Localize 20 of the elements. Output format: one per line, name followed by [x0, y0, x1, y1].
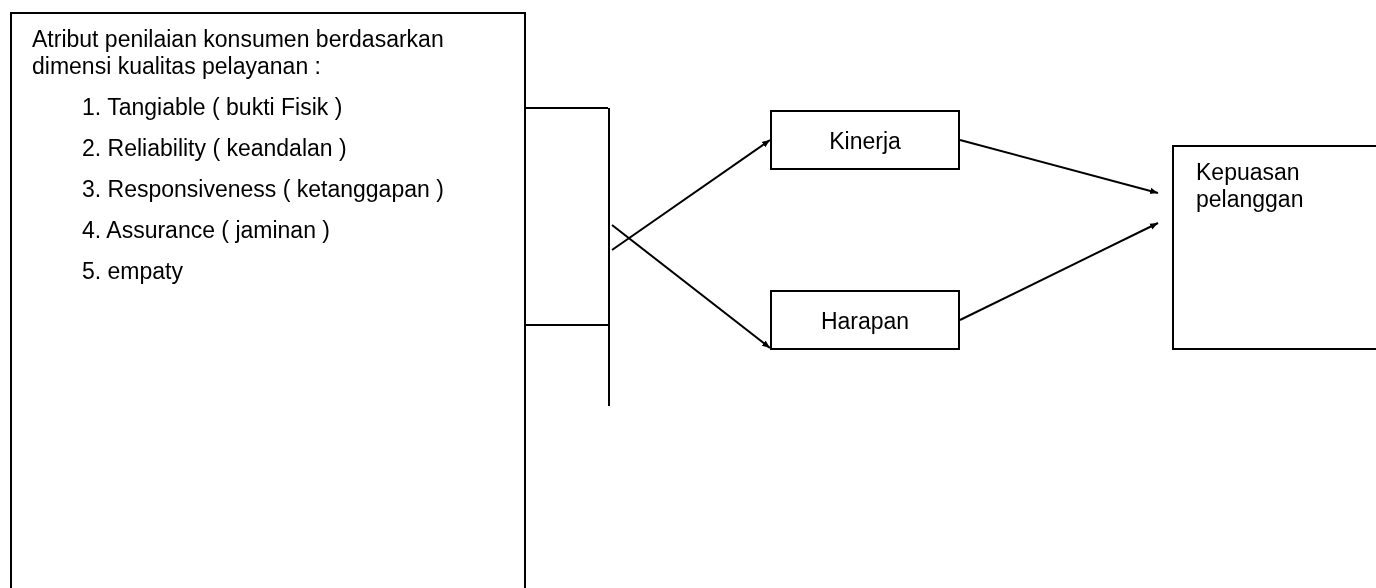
process-box	[770, 290, 960, 350]
attribute-box	[10, 12, 526, 588]
arrow	[959, 139, 1159, 194]
arrow	[611, 224, 771, 349]
bracket-bar	[608, 108, 612, 406]
connector-line	[525, 324, 609, 326]
node-label: Kinerja	[828, 128, 902, 155]
arrow	[611, 139, 771, 251]
list-item: 2. Reliability ( keandalan )	[82, 135, 348, 162]
connector-line	[525, 107, 609, 109]
node-label: Kepuasan pelanggan	[1196, 159, 1305, 213]
list-item: 1. Tangiable ( bukti Fisik )	[82, 94, 344, 121]
result-box	[1172, 145, 1376, 350]
list-item: 5. empaty	[82, 258, 184, 285]
node-label: Harapan	[819, 308, 911, 335]
arrow	[959, 222, 1159, 321]
list-item: 3. Responsiveness ( ketanggapan )	[82, 176, 445, 203]
list-item: 4. Assurance ( jaminan )	[82, 217, 331, 244]
process-box	[770, 110, 960, 170]
heading-text: Atribut penilaian konsumen berdasarkan dimensi kualitas pelayanan :	[32, 26, 445, 80]
